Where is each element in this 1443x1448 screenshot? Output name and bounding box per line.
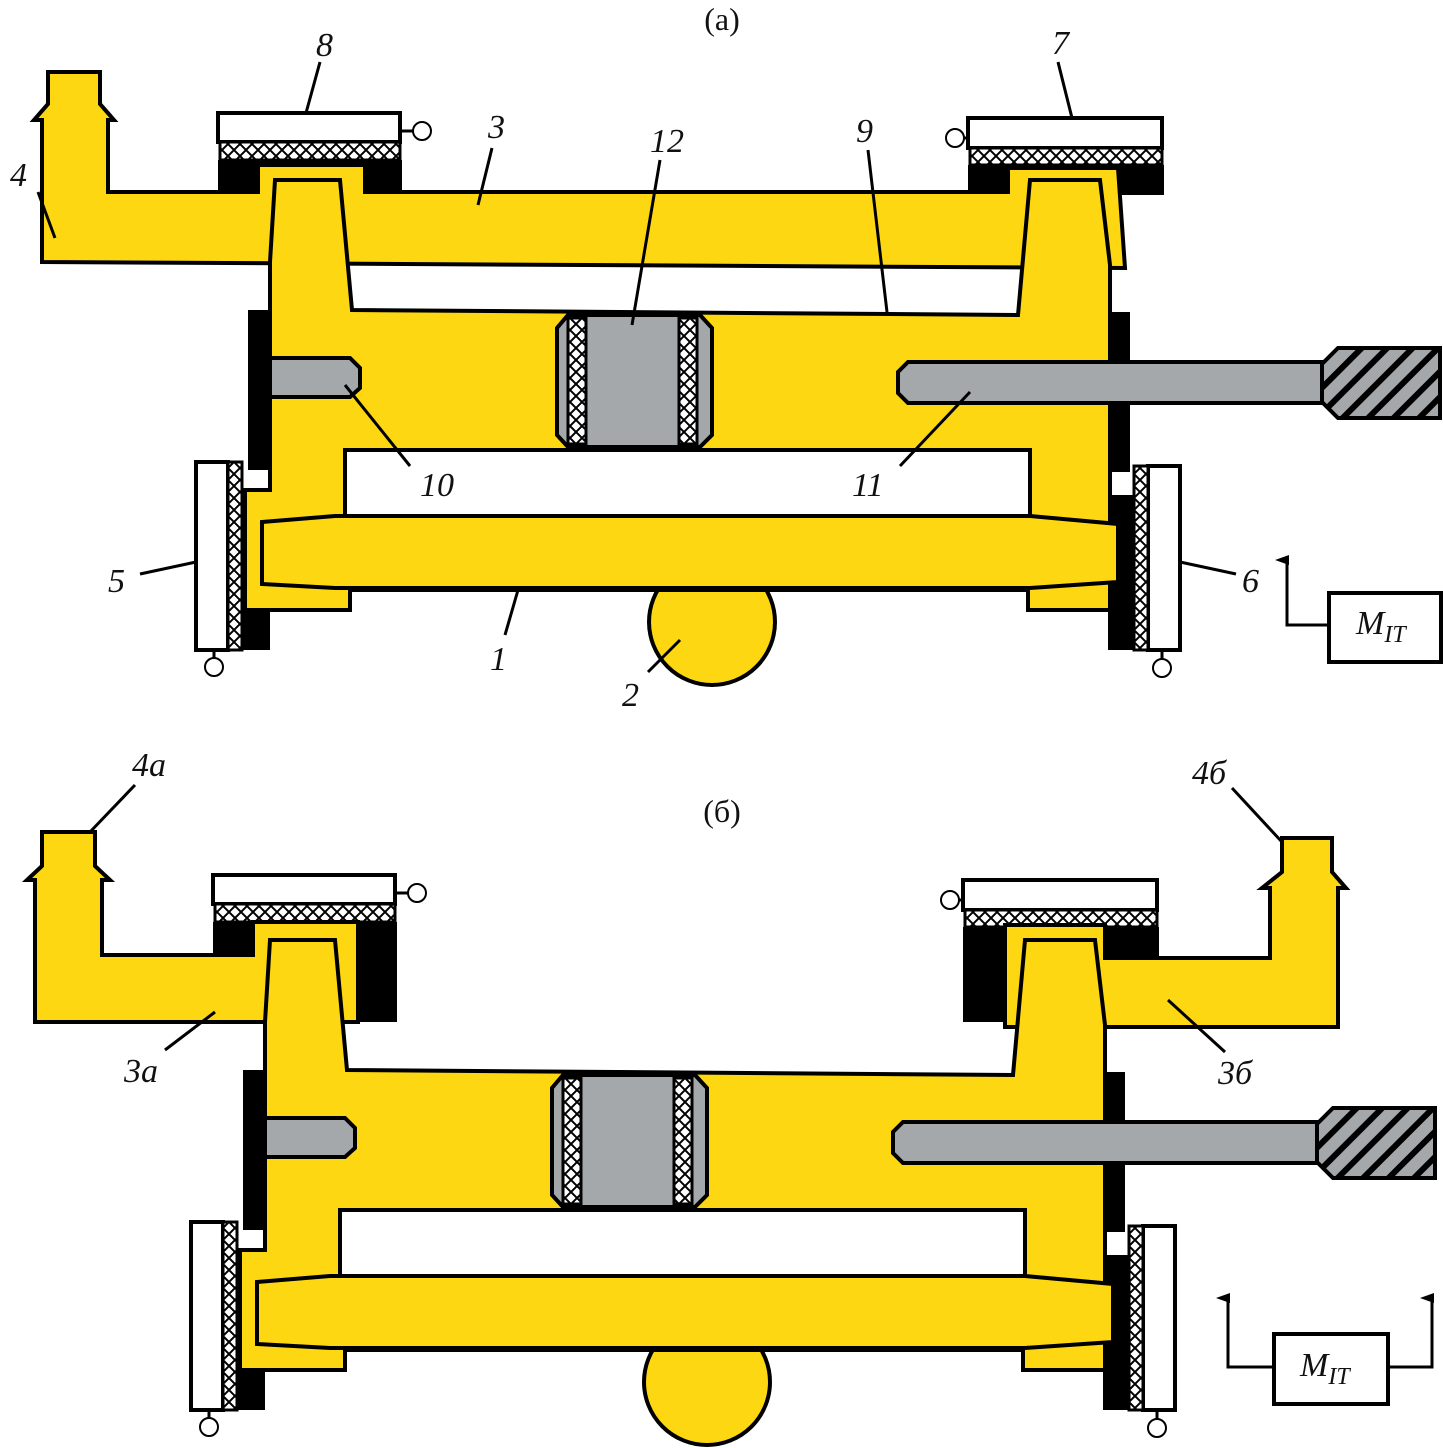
label-11: 11 [852,467,883,504]
meter-mit: MIT [1275,555,1443,664]
label-8: 8 [316,27,333,64]
label-7: 7 [1052,25,1071,62]
panel-a: (a) 4 8 7 3 12 9 10 11 5 6 1 2 [10,1,1443,714]
arrow-up-right-icon [1388,1293,1434,1369]
label-3: 3 [487,109,505,146]
arrow-up-left-icon [1216,1293,1274,1369]
label-1: 1 [490,641,507,678]
label-4a: 4а [132,747,166,784]
label-2: 2 [622,677,639,714]
label-4: 4 [10,157,27,194]
svg-text:MIT: MIT [1355,605,1407,648]
svg-text:MIT: MIT [1299,1347,1351,1390]
panel-b-caption: (б) [703,793,741,829]
panel-a-caption: (a) [704,1,740,37]
label-10: 10 [420,467,454,504]
arm-3 [29,70,1128,271]
label-4b: 4б [1192,755,1228,792]
label-9: 9 [856,113,873,150]
label-6: 6 [1242,563,1259,600]
arrow-up-icon [1275,555,1329,627]
panel-b: (б) 4а 4б 3а 3б MIT [21,747,1437,1447]
label-3a: 3а [123,1053,158,1090]
label-12: 12 [650,123,684,160]
label-3b: 3б [1217,1055,1254,1092]
label-5: 5 [108,563,125,600]
leader-lines [36,61,1237,674]
leader-lines-b [88,783,1284,1054]
meter-mit-b: MIT [1216,1293,1434,1406]
